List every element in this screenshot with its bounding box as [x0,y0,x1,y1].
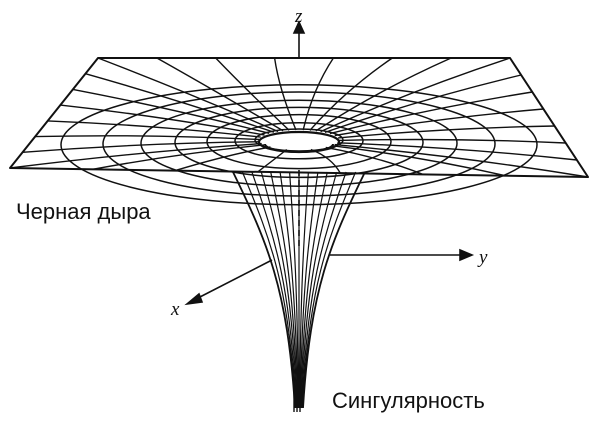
spacetime-grid-sheet [9,57,589,206]
funnel-wall-line [301,171,347,409]
grid-radial [324,74,522,134]
grid-radial [337,142,577,161]
grid-radial [174,146,271,172]
grid-radial [309,57,393,131]
grid-radial [329,91,533,135]
x-axis [184,259,273,306]
singularity-point [293,380,301,412]
grid-radial [315,57,452,132]
funnel-wall-line [270,171,298,409]
funnel-wall-line [289,171,299,409]
funnel-wall-line [251,171,297,409]
grid-radial [85,73,275,133]
grid-radial [47,120,261,138]
grid-radial [60,104,265,136]
grid-radial [302,57,334,131]
grid-ring [102,91,496,197]
funnel-wall-line [301,171,357,409]
grid-radial [97,57,279,133]
grid-radial [331,145,506,177]
black-hole-label: Черная дыра [16,199,151,224]
grid-radial [338,125,555,139]
funnel-wall-line [279,171,299,409]
z-axis [292,20,306,250]
grid-radial [325,146,424,176]
grid-radial [35,135,260,141]
z-axis-label: z [295,6,303,27]
funnel-wall-line [232,171,296,409]
funnel-wall-line [302,171,366,409]
funnel-wall-line [299,171,309,409]
funnel-wall-line [299,171,319,409]
funnel-wall-line [260,171,298,409]
grid-radial [334,108,544,137]
grid-radial [334,143,589,178]
grid-radial [22,141,260,153]
grid-radial [9,142,262,169]
grid-radial [338,138,566,144]
funnel-throat [232,171,366,409]
funnel-wall-line [241,171,297,409]
x-axis-label: x [171,299,180,320]
grid-radial [320,57,511,133]
grid-radial [72,88,270,134]
singularity-label: Сингулярность [332,388,485,413]
grid-radial [156,57,284,132]
grid-radial [92,144,265,170]
grid-radial [215,57,290,131]
grid-radial [273,57,297,131]
grid-ring [60,84,538,206]
grid-radial [310,148,341,174]
y-axis-label: y [479,247,488,268]
funnel-wall-line [300,171,328,409]
y-axis [330,248,475,262]
grid-ring [206,113,392,170]
funnel-mouth-inner [264,143,334,153]
funnel-wall-line [300,171,338,409]
